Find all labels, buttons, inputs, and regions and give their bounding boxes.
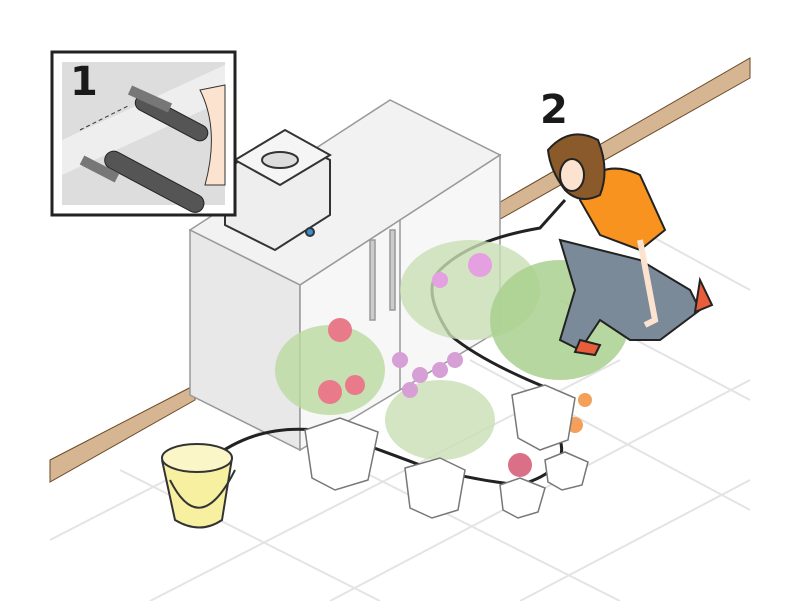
step-1-label: 1 [70, 59, 98, 105]
step1-inset [50, 50, 237, 217]
plants [275, 240, 630, 477]
step-2-label: 2 [540, 87, 568, 133]
woman-figure [546, 133, 714, 357]
water-pump-device [224, 128, 332, 252]
bucket [161, 443, 236, 529]
wall-skirting [49, 384, 196, 483]
pots [304, 384, 589, 519]
